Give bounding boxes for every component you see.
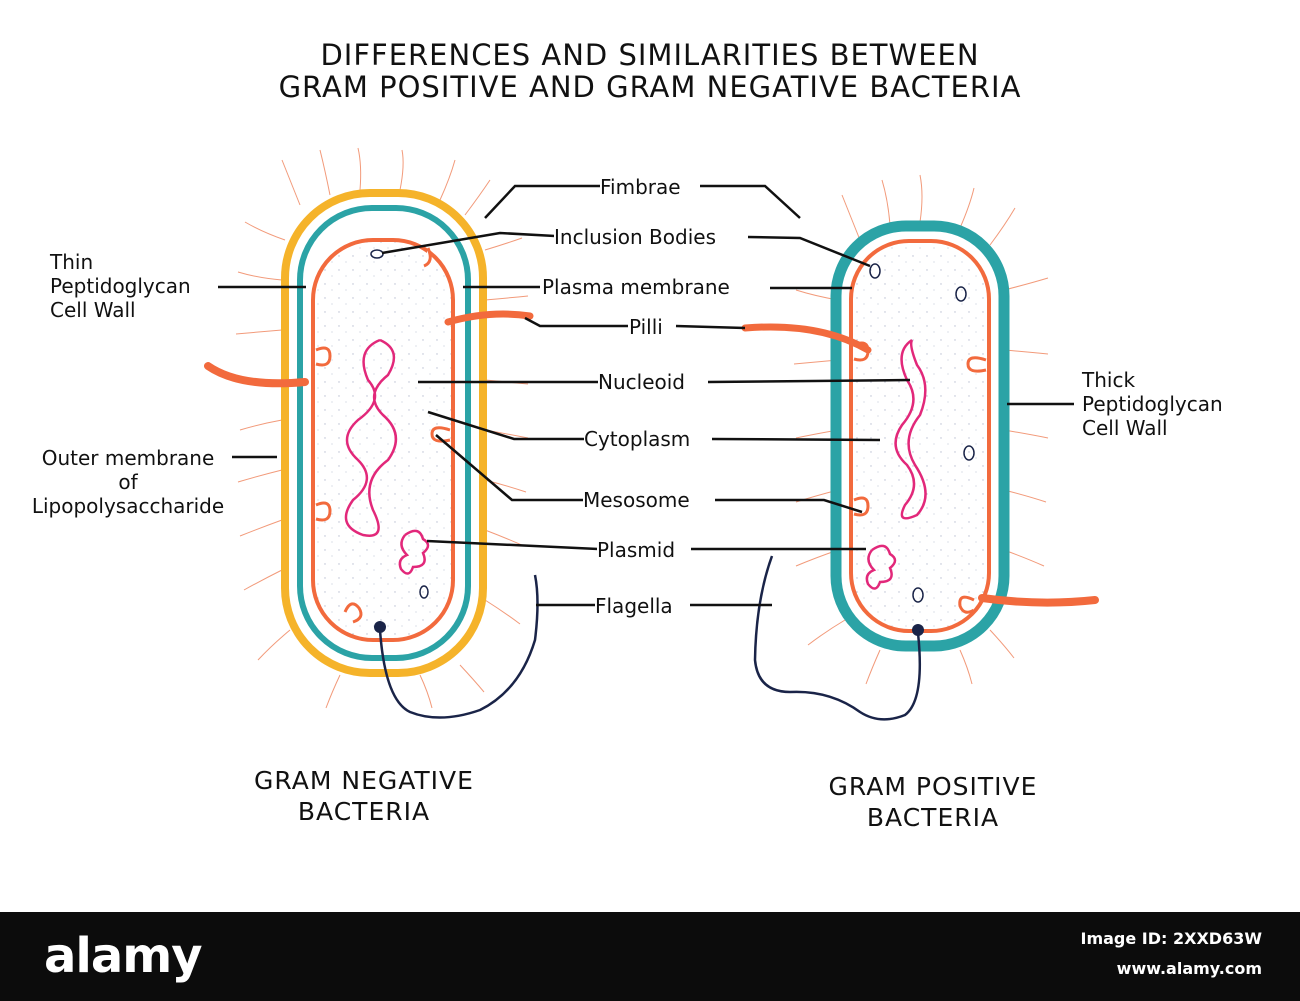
label-mesosome: Mesosome bbox=[583, 488, 690, 512]
gram-positive-pilus bbox=[741, 323, 872, 354]
label-line: Thin bbox=[50, 250, 94, 274]
gram-negative-fimbriae bbox=[235, 147, 529, 709]
gram-negative-mesosomes bbox=[315, 247, 451, 624]
label-outer-membrane-of-lipopolysaccharide: Outer membrane of Lipopolysaccharide bbox=[10, 446, 246, 518]
bacteria-diagram: DIFFERENCES AND SIMILARITIES BETWEEN GRA… bbox=[10, 38, 1223, 833]
caption-line: GRAM NEGATIVE bbox=[254, 766, 474, 795]
label-line: Cell Wall bbox=[50, 298, 136, 322]
leader-lines bbox=[218, 184, 1074, 607]
gram-positive-inclusion-body bbox=[869, 263, 881, 279]
title-line-1: DIFFERENCES AND SIMILARITIES BETWEEN bbox=[320, 38, 980, 72]
label-line: Peptidoglycan bbox=[1082, 392, 1223, 416]
gram-negative-plasma-membrane bbox=[311, 238, 455, 642]
gram-negative-basal-body bbox=[374, 621, 386, 633]
label-line: Thick bbox=[1082, 368, 1136, 392]
gram-negative-flagellum bbox=[378, 574, 539, 719]
label-plasma-membrane: Plasma membrane bbox=[542, 275, 730, 299]
diagram-graphics bbox=[204, 147, 1099, 721]
label-line: Lipopolysaccharide bbox=[31, 494, 225, 518]
label-line: Cell Wall bbox=[1082, 416, 1168, 440]
gram-positive-basal-body bbox=[912, 624, 924, 636]
caption-line: GRAM POSITIVE bbox=[828, 772, 1038, 801]
gram-positive-pilus bbox=[978, 594, 1099, 607]
caption-line: BACTERIA bbox=[866, 803, 1000, 832]
label-fimbrae: Fimbrae bbox=[600, 175, 681, 199]
gram-negative-inclusion-body bbox=[419, 585, 429, 599]
outer-membrane bbox=[281, 189, 487, 677]
gram-positive-inclusion-body bbox=[955, 286, 967, 302]
gram-positive-plasmid bbox=[865, 544, 897, 590]
image-id: Image ID: 2XXD63W bbox=[1080, 929, 1263, 948]
gram-positive-inclusion-body bbox=[963, 445, 975, 461]
label-flagella: Flagella bbox=[595, 594, 673, 618]
label-nucleoid: Nucleoid bbox=[598, 370, 685, 394]
label-thick-peptidoglycan-cell-wall: Thick Peptidoglycan Cell Wall bbox=[1082, 368, 1223, 440]
gram-positive-flagellum bbox=[753, 555, 922, 721]
gram-positive-nucleoid bbox=[894, 338, 927, 520]
caption-gram-negative: GRAM NEGATIVE BACTERIA bbox=[214, 765, 514, 827]
title-line-2: GRAM POSITIVE AND GRAM NEGATIVE BACTERIA bbox=[278, 70, 1022, 104]
stock-footer-bar: alamy Image ID: 2XXD63W www.alamy.com bbox=[0, 912, 1300, 1001]
label-line: of bbox=[118, 470, 138, 494]
gram-positive-inclusion-body bbox=[912, 587, 924, 603]
label-inclusion-bodies: Inclusion Bodies bbox=[554, 225, 716, 249]
label-pilli: Pilli bbox=[629, 315, 663, 339]
label-thin-peptidoglycan-cell-wall: Thin Peptidoglycan Cell Wall bbox=[50, 250, 191, 322]
site-url: www.alamy.com bbox=[1116, 959, 1262, 978]
label-cytoplasm: Cytoplasm bbox=[584, 427, 691, 451]
caption-gram-positive: GRAM POSITIVE BACTERIA bbox=[783, 771, 1083, 833]
gram-negative-nucleoid bbox=[344, 338, 397, 537]
label-line: Outer membrane bbox=[41, 446, 215, 470]
alamy-logo: alamy bbox=[44, 928, 203, 984]
gram-negative-pilus bbox=[204, 362, 309, 388]
caption-line: BACTERIA bbox=[297, 797, 431, 826]
gram-negative-pilus bbox=[444, 310, 534, 326]
label-line: Peptidoglycan bbox=[50, 274, 191, 298]
gram-negative-plasmid bbox=[398, 529, 430, 575]
label-plasmid: Plasmid bbox=[597, 538, 676, 562]
